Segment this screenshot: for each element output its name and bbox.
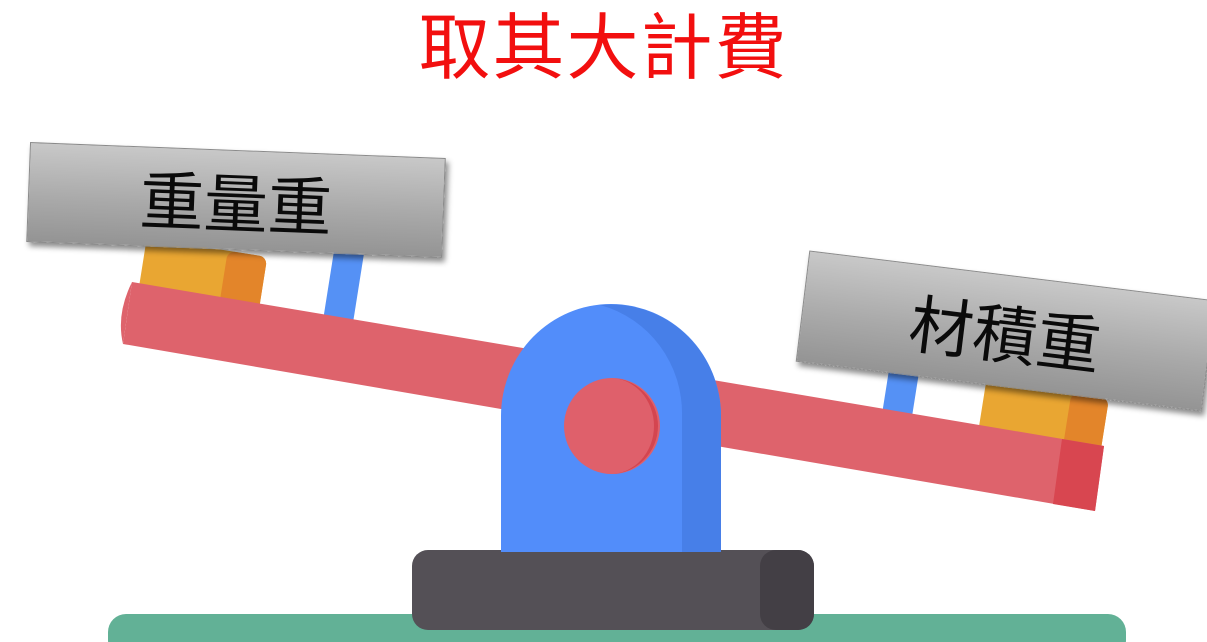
page-title: 取其大計費 [418, 6, 789, 90]
seesaw-pivot [501, 304, 721, 552]
seesaw-base [412, 550, 814, 630]
left-rod [321, 250, 364, 334]
pivot-knob [564, 378, 660, 474]
volumetric-label-text: 材積重 [904, 288, 1105, 386]
weight-label-box: 重量重 [26, 142, 446, 258]
weight-label-text: 重量重 [138, 165, 334, 247]
